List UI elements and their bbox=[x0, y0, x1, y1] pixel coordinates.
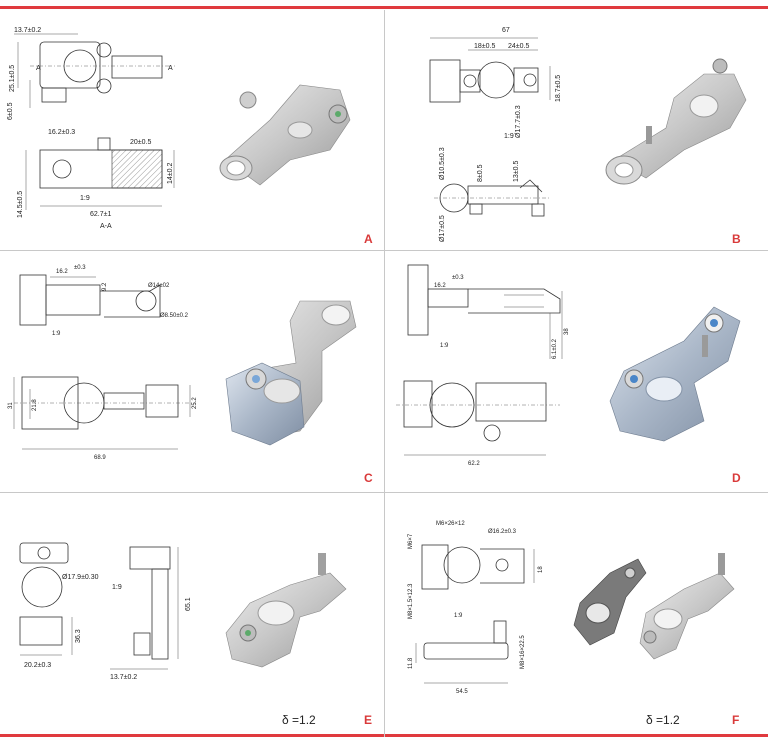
dim-a-10: 62.7±1 bbox=[90, 211, 111, 218]
terminal-photo-c bbox=[225, 300, 357, 446]
dim-f-2: M6×7 bbox=[408, 533, 414, 549]
panel-b: 67 18±0.5 24±0.5 18.7±0.5 Ø17.7±0.3 1:9 … bbox=[384, 10, 768, 250]
dim-d-0: 16.2 bbox=[434, 283, 446, 289]
panel-letter: E bbox=[364, 713, 373, 727]
panel-e: Ø17.9±0.30 1:9 65.1 36.3 20.2±0.3 13.7±0… bbox=[0, 493, 384, 734]
dim-a-7: 14±0.2 bbox=[167, 163, 174, 184]
dim-e-0: Ø17.9±0.30 bbox=[62, 574, 99, 581]
dim-d-5: 62.2 bbox=[468, 461, 480, 467]
dim-c-6: 31 bbox=[8, 402, 14, 409]
panel-e-drawing: Ø17.9±0.30 1:9 65.1 36.3 20.2±0.3 13.7±0… bbox=[19, 542, 347, 681]
dim-d-4: 38 bbox=[564, 328, 570, 335]
dim-f-3: 18 bbox=[538, 566, 544, 573]
dim-a-11: A-A bbox=[100, 223, 112, 230]
dim-c-4: Ø8.50±0.2 bbox=[160, 313, 189, 319]
dim-f-6: 11.8 bbox=[408, 657, 414, 669]
panel-c-drawing: 16.2 ±0.3 9.2 Ø14±02 Ø8.50±0.2 1:9 31 21… bbox=[8, 265, 357, 461]
dim-c-5: 1:9 bbox=[52, 331, 61, 337]
dim-f-4: M8×1.5×12.3 bbox=[408, 583, 414, 619]
terminal-photo-f-dark bbox=[573, 558, 647, 646]
panel-letter: B bbox=[732, 232, 741, 246]
dim-b-1: 18±0.5 bbox=[474, 43, 495, 50]
grid-divider-row-2 bbox=[0, 492, 768, 493]
panel-letter: F bbox=[732, 713, 740, 727]
dim-c-8: 25.2 bbox=[192, 397, 198, 409]
dim-b-2: 24±0.5 bbox=[508, 43, 529, 50]
dim-c-9: 68.9 bbox=[94, 455, 106, 461]
panel-a: 13.7±0.2 25.1±0.5 6±0.5 A A 16.2±0.3 20±… bbox=[0, 10, 384, 250]
dim-c-2: 9.2 bbox=[102, 282, 108, 291]
panel-f-drawing: M6×26×12 Ø16.2±0.3 M6×7 18 M8×1.5×12.3 1… bbox=[408, 521, 735, 695]
terminal-photo-e bbox=[225, 553, 347, 668]
top-rule bbox=[0, 6, 768, 9]
thickness-label: δ =1.2 bbox=[282, 713, 316, 727]
panel-f: M6×26×12 Ø16.2±0.3 M6×7 18 M8×1.5×12.3 1… bbox=[384, 493, 768, 734]
dim-e-2: 65.1 bbox=[185, 597, 192, 611]
panel-b-drawing: 67 18±0.5 24±0.5 18.7±0.5 Ø17.7±0.3 1:9 … bbox=[429, 27, 747, 242]
dim-c-0: 16.2 bbox=[56, 269, 68, 275]
dim-a-6: 20±0.5 bbox=[130, 139, 151, 146]
dim-e-4: 20.2±0.3 bbox=[24, 662, 51, 669]
dim-d-2: 1:9 bbox=[440, 343, 449, 349]
dim-f-0: M6×26×12 bbox=[436, 521, 465, 527]
grid-divider-row-1 bbox=[0, 250, 768, 251]
dim-c-3: Ø14±02 bbox=[148, 283, 170, 289]
dim-d-1: ±0.3 bbox=[452, 275, 464, 281]
dim-b-4: Ø17.7±0.3 bbox=[515, 105, 522, 138]
dim-e-1: 1:9 bbox=[112, 584, 122, 591]
panel-d: 16.2 ±0.3 1:9 6.1±0.2 38 62.2 D bbox=[384, 251, 768, 492]
dim-f-7: M8×16×22.5 bbox=[520, 635, 526, 669]
thickness-label: δ =1.2 bbox=[646, 713, 680, 727]
dim-c-7: 21.8 bbox=[32, 399, 38, 411]
dim-a-2: 6±0.5 bbox=[7, 102, 14, 120]
dim-a-1: 25.1±0.5 bbox=[9, 65, 16, 92]
terminal-photo-f-light bbox=[639, 553, 735, 660]
panel-letter: D bbox=[732, 471, 741, 485]
dim-b-0: 67 bbox=[502, 27, 510, 34]
dim-a-3: A bbox=[36, 65, 41, 72]
dim-a-9: 1:9 bbox=[80, 195, 90, 202]
panel-d-drawing: 16.2 ±0.3 1:9 6.1±0.2 38 62.2 bbox=[396, 264, 741, 467]
dim-a-4: A bbox=[168, 65, 173, 72]
dim-e-5: 13.7±0.2 bbox=[110, 674, 137, 681]
dim-b-7: 8±0.5 bbox=[477, 164, 484, 182]
terminal-photo-a bbox=[219, 84, 351, 186]
grid-divider-vertical bbox=[384, 10, 385, 737]
terminal-photo-b bbox=[605, 58, 747, 185]
panel-letter: C bbox=[364, 471, 373, 485]
dim-b-3: 18.7±0.5 bbox=[555, 75, 562, 102]
dim-a-0: 13.7±0.2 bbox=[14, 27, 41, 34]
dim-d-3: 6.1±0.2 bbox=[552, 338, 558, 359]
dim-a-5: 16.2±0.3 bbox=[48, 129, 75, 136]
panel-letter: A bbox=[364, 232, 373, 246]
terminal-photo-d bbox=[609, 306, 741, 442]
dim-f-5: 1:9 bbox=[454, 613, 463, 619]
dim-b-6: Ø10.5±0.3 bbox=[439, 147, 446, 180]
dim-c-1: ±0.3 bbox=[74, 265, 86, 271]
panel-a-drawing: 13.7±0.2 25.1±0.5 6±0.5 A A 16.2±0.3 20±… bbox=[7, 27, 351, 230]
dim-f-8: 54.5 bbox=[456, 689, 468, 695]
panel-c: 16.2 ±0.3 9.2 Ø14±02 Ø8.50±0.2 1:9 31 21… bbox=[0, 251, 384, 492]
dim-e-3: 36.3 bbox=[75, 629, 82, 643]
dim-f-1: Ø16.2±0.3 bbox=[488, 529, 517, 535]
dim-b-9: Ø17±0.5 bbox=[439, 215, 446, 242]
dim-a-8: 14.5±0.5 bbox=[17, 191, 24, 218]
dim-b-5: 1:9 bbox=[504, 133, 514, 140]
dim-b-8: 13±0.5 bbox=[513, 161, 520, 182]
